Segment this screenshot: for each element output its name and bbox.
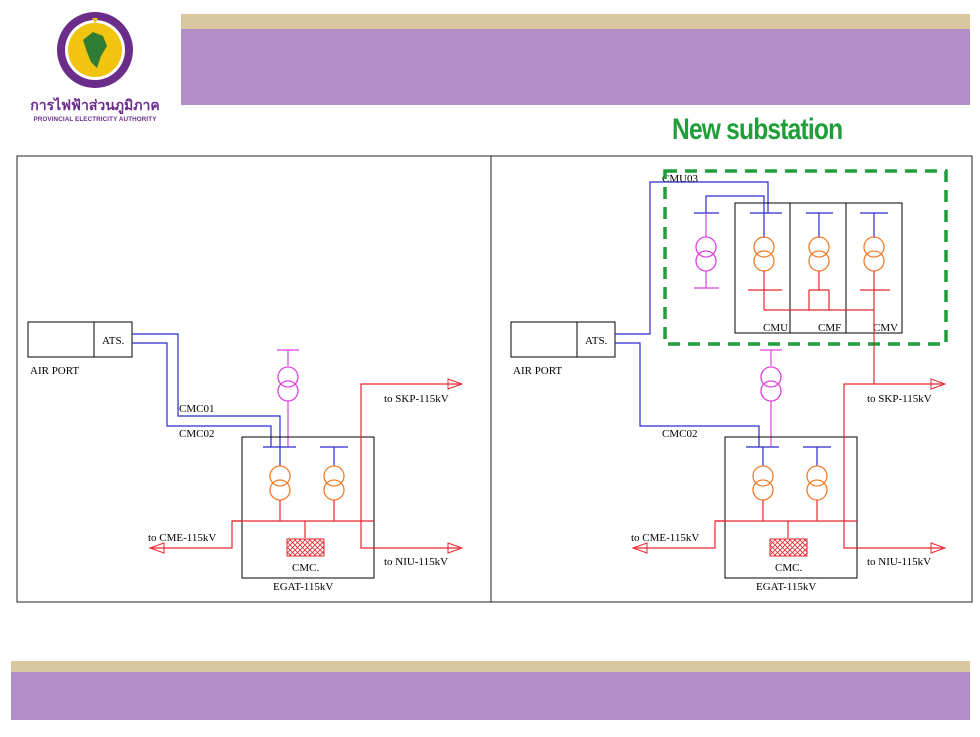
egat-substation-box [241,436,375,579]
ats-label-right: ATS. [585,335,608,347]
org-name-english: PROVINCIAL ELECTRICITY AUTHORITY [33,116,157,123]
header-gold-band [181,14,970,29]
footer-gold-band [11,661,970,672]
new-substation-box [734,202,903,334]
cmc-label-right: CMC. [775,562,802,574]
feeder-cmu03-label: CMU03 [662,173,699,185]
capacitor-bank [286,538,325,557]
to-skp-label: to SKP-115kV [384,393,449,405]
feeder-cmc01-label: CMC01 [179,403,214,415]
line-to-cme-right [633,520,725,549]
airport-label-right: AIR PORT [513,365,562,377]
ats-label: ATS. [102,335,125,347]
footer-purple-band [11,672,970,720]
feeder-cmc02-line [132,342,272,447]
egat-substation-box-right [724,436,858,579]
capacitor-bank-right [769,538,808,557]
new-substation-callout: New substation [672,113,843,146]
to-niu-label: to NIU-115kV [384,556,448,568]
egat-label: EGAT-115kV [273,581,333,593]
feeder-cmc02-line-right [615,342,760,447]
left-panel: ATS. AIR PORT CMC01 CMC02 CMC. EGAT-115k… [27,321,464,593]
to-skp-label-right: to SKP-115kV [867,393,932,405]
airport-box-right [510,321,616,358]
egat-label-right: EGAT-115kV [756,581,816,593]
new-substation-highlight [663,169,948,346]
airport-label: AIR PORT [30,365,79,377]
feeder-cmc02-label: CMC02 [179,428,214,440]
cmu-label: CMU [763,322,788,334]
airport-box [27,321,133,358]
feeder-cmc02-label-right: CMC02 [662,428,697,440]
cmc-label: CMC. [292,562,319,574]
cmf-label: CMF [818,322,841,334]
feeder-cmc01-line [132,333,281,447]
to-niu-label-right: to NIU-115kV [867,556,931,568]
right-panel: ATS. AIR PORT CMU03 CMC02 [510,169,948,593]
to-cme-label-right: to CME-115kV [631,532,699,544]
line-to-skp-right [843,383,943,521]
org-name-thai: การไฟฟ้าส่วนภูมิภาค [30,98,160,114]
line-to-skp [360,383,460,521]
pea-emblem-icon [57,12,133,88]
line-to-cme [150,520,242,549]
header-purple-band [181,29,970,105]
line-to-niu-right [843,521,943,549]
cmv-label: CMV [873,322,898,334]
feeder-cmu03-line [615,181,769,335]
line-to-niu [360,521,460,549]
diagram-frame [16,155,973,603]
to-cme-label: to CME-115kV [148,532,216,544]
